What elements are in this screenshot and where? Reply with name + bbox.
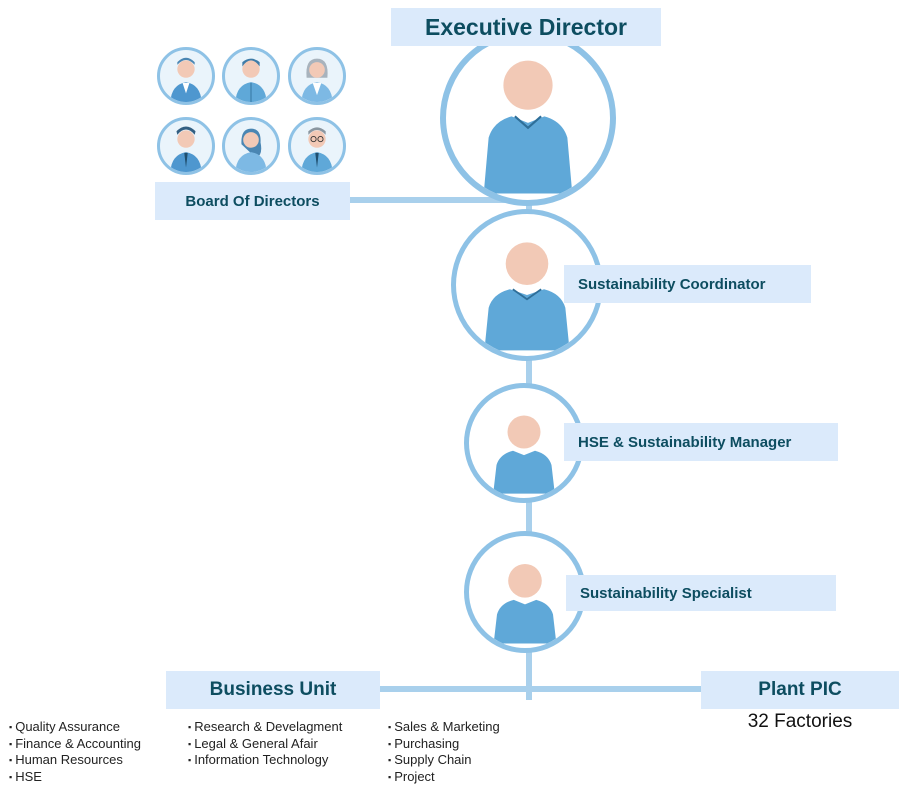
person-silhouette-icon xyxy=(446,36,610,200)
board-member-avatar-icon xyxy=(160,120,212,172)
department-item: Purchasing xyxy=(388,736,500,753)
department-item: Finance & Accounting xyxy=(9,736,141,753)
plant-count: 32 Factories xyxy=(701,711,899,733)
board-member-avatar xyxy=(157,117,215,175)
department-item: Human Resources xyxy=(9,752,141,769)
executive-director-label: Executive Director xyxy=(391,8,661,46)
department-item: Information Technology xyxy=(188,752,342,769)
business-unit-label: Business Unit xyxy=(166,671,380,709)
person-silhouette-icon xyxy=(469,388,579,498)
board-member-avatar xyxy=(288,117,346,175)
department-item: Legal & General Afair xyxy=(188,736,342,753)
department-item: Quality Assurance xyxy=(9,719,141,736)
department-list-col1: Quality Assurance Finance & Accounting H… xyxy=(9,719,141,785)
person-silhouette-icon xyxy=(469,536,581,648)
sustainability-coordinator-label: Sustainability Coordinator xyxy=(564,265,811,303)
plant-pic-label: Plant PIC xyxy=(701,671,899,709)
executive-director-portrait xyxy=(440,30,616,206)
sustainability-specialist-label: Sustainability Specialist xyxy=(566,575,836,611)
board-member-avatar xyxy=(222,47,280,105)
department-item: Research & Develagment xyxy=(188,719,342,736)
hse-sustainability-manager-label: HSE & Sustainability Manager xyxy=(564,423,838,461)
board-member-avatar xyxy=(222,117,280,175)
board-of-directors-label: Board Of Directors xyxy=(155,182,350,220)
board-member-avatar xyxy=(157,47,215,105)
board-member-avatar xyxy=(288,47,346,105)
board-member-avatar-icon xyxy=(225,120,277,172)
department-item: Sales & Marketing xyxy=(388,719,500,736)
board-member-avatar-icon xyxy=(291,120,343,172)
board-member-avatar-icon xyxy=(160,50,212,102)
board-member-avatar-icon xyxy=(291,50,343,102)
bottom-connector xyxy=(378,686,704,692)
department-list-col2: Research & Develagment Legal & General A… xyxy=(188,719,342,769)
board-member-avatar-icon xyxy=(225,50,277,102)
department-item: Supply Chain xyxy=(388,752,500,769)
department-list-col3: Sales & Marketing Purchasing Supply Chai… xyxy=(388,719,500,785)
